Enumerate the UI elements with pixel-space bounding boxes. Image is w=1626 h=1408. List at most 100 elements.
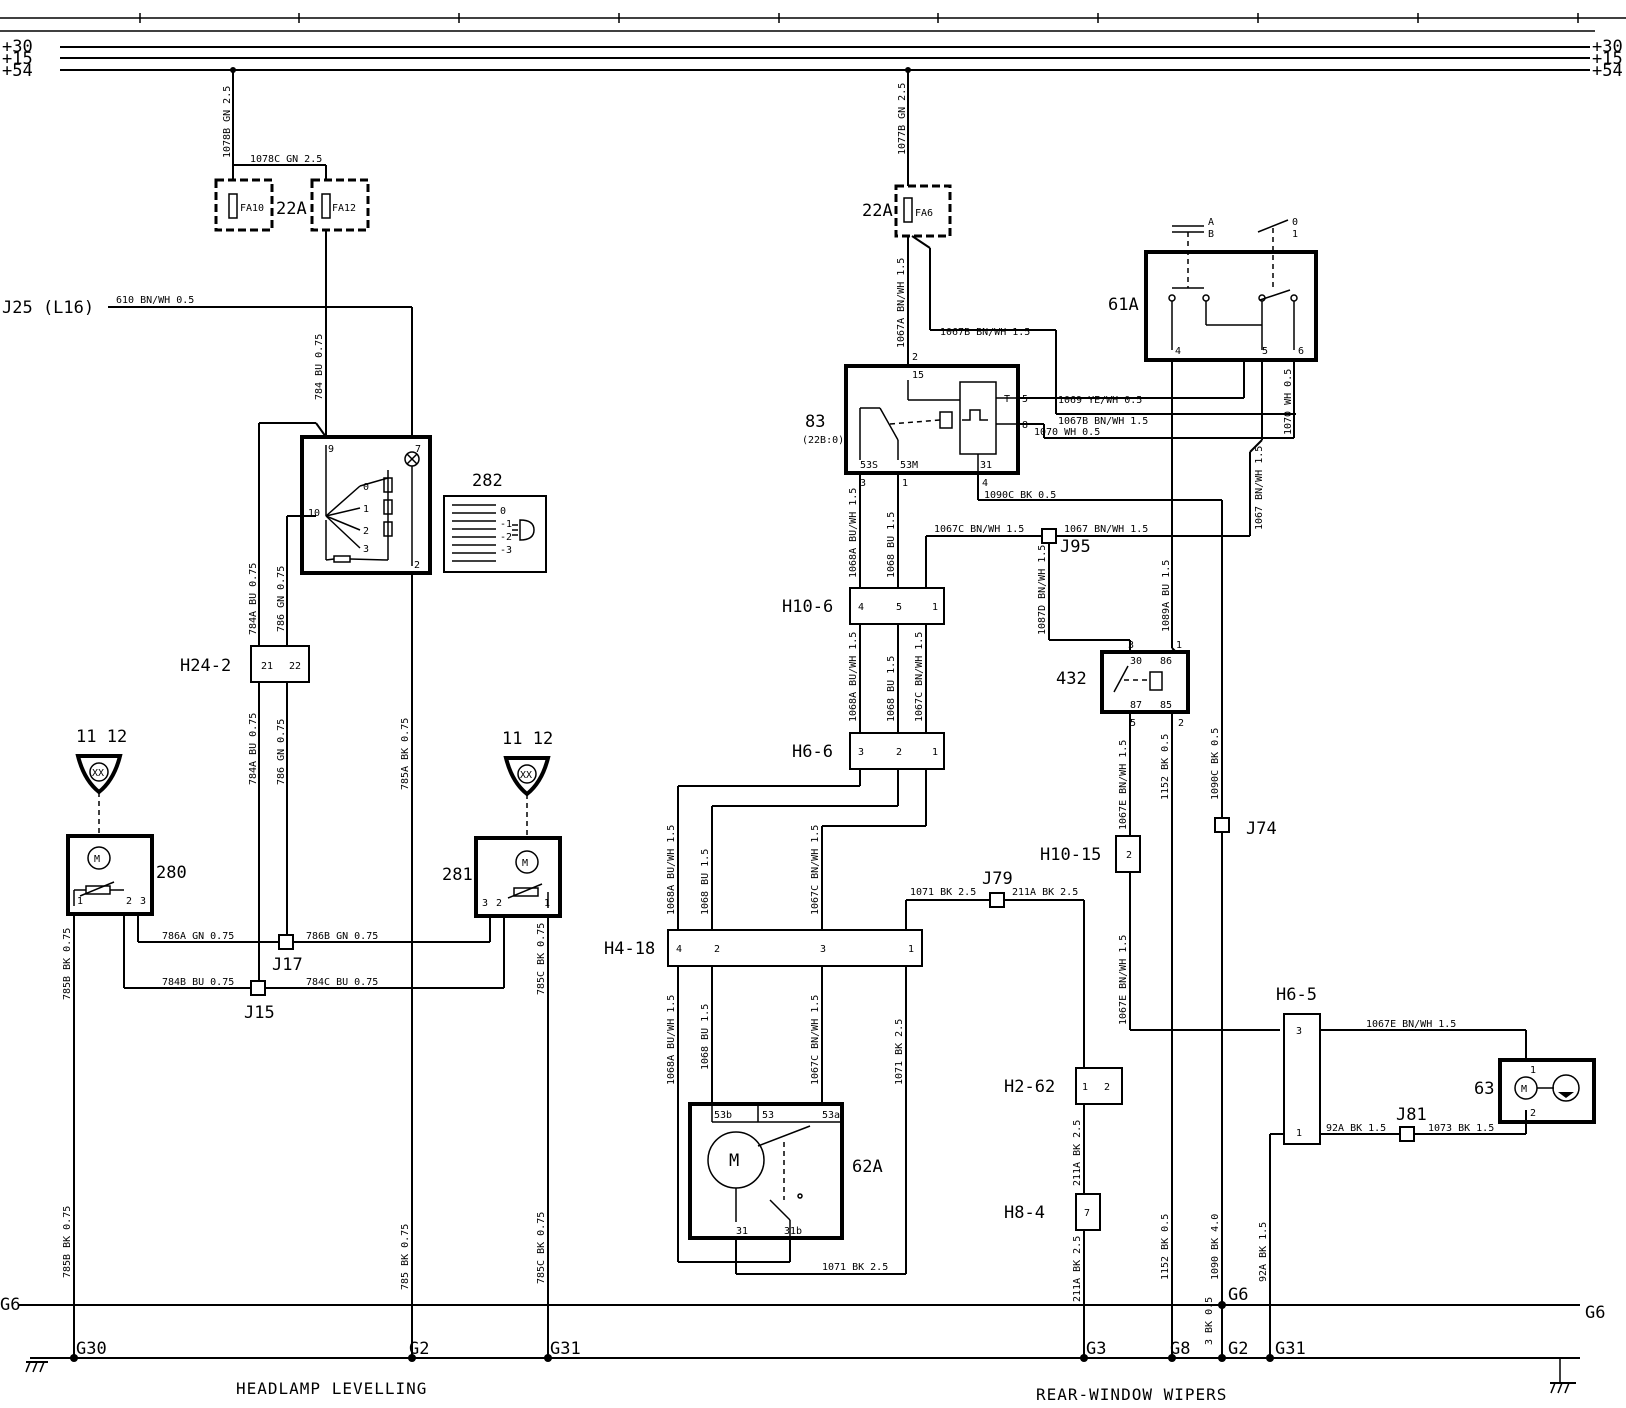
svg-text:1: 1 (902, 478, 908, 489)
wire-784b: 784B BU 0.75 (162, 977, 234, 988)
wire-211a-mid: 211A BK 2.5 (1072, 1120, 1083, 1186)
fuse-fa12: FA12 (332, 203, 356, 214)
svg-text:7: 7 (1084, 1208, 1090, 1219)
rail-15-right: +15 (1592, 49, 1623, 69)
junction-j79: J79 (982, 869, 1013, 889)
wire-1067e-mid: 1067E BN/WH 1.5 (1118, 935, 1129, 1025)
svg-text:30: 30 (1130, 656, 1142, 667)
wire-1089a: 1089A BU 1.5 (1161, 560, 1172, 632)
ground-g2-left: G2 (409, 1339, 429, 1359)
svg-text:5: 5 (1262, 346, 1268, 357)
rail-30-right: +30 (1592, 37, 1623, 57)
headlamp-icon (519, 519, 535, 541)
svg-text:6: 6 (1298, 346, 1304, 357)
svg-text:4: 4 (858, 602, 864, 613)
ground-g31-right: G31 (1275, 1339, 1306, 1359)
connector-h24-2: H24-2 (180, 656, 231, 676)
wiper-motor-62a-group: H4-18 4 2 3 1 J79 1071 BK 2.5 211A BK 2.… (604, 869, 1085, 1275)
svg-text:M: M (1521, 1084, 1527, 1095)
wire-786b: 786B GN 0.75 (306, 931, 378, 942)
wire-784c: 784C BU 0.75 (306, 977, 378, 988)
relay-outputs: 1068A BU/WH 1.5 1068 BU 1.5 H10-6 4 5 1 … (666, 473, 945, 940)
wire-786-bottom: 786 GN 0.75 (276, 719, 287, 785)
ground-symbol-right (1550, 1358, 1576, 1394)
rail-54-left: +54 (2, 61, 33, 81)
wire-1068a-low: 1068A BU/WH 1.5 (666, 825, 677, 915)
fuse-22a-right: 1077B GN 2.5 FA6 22A (862, 67, 952, 238)
wiper-relay-83: 1067A BN/WH 1.5 1067B BN/WH 1.5 83 (22B:… (802, 235, 1057, 489)
wire-1071-mid: 1071 BK 2.5 (894, 1019, 905, 1085)
svg-text:0: 0 (500, 506, 506, 517)
svg-text:A: A (1208, 217, 1214, 228)
connector-h2-62: H2-62 (1004, 1077, 1055, 1097)
headlamp-switch-282: J25 (L16) 610 BN/WH 0.5 784 BU 0.75 9 7 … (2, 230, 547, 575)
label-61a: 61A (1108, 295, 1139, 315)
svg-text:M: M (94, 854, 100, 865)
svg-text:-3: -3 (500, 545, 512, 556)
caption-rear-window-wipers: REAR-WINDOW WIPERS (1036, 1385, 1227, 1404)
wire-784a-top: 784A BU 0.75 (248, 563, 259, 635)
svg-text:1: 1 (1292, 229, 1298, 240)
ground-g30: G30 (76, 1339, 107, 1359)
svg-text:21: 21 (261, 661, 273, 672)
svg-text:22: 22 (289, 661, 301, 672)
svg-text:4: 4 (982, 478, 988, 489)
wire-1067b-right: 1067B BN/WH 1.5 (1058, 416, 1148, 427)
wire-1070: 1070 WH 0.5 (1034, 427, 1100, 438)
caption-headlamp-levelling: HEADLAMP LEVELLING (236, 1379, 427, 1398)
svg-text:3: 3 (858, 747, 864, 758)
svg-text:2: 2 (1530, 1108, 1536, 1119)
label-432: 432 (1056, 669, 1087, 689)
wire-1067e-right: 1067E BN/WH 1.5 (1366, 1019, 1456, 1030)
svg-text:31: 31 (736, 1226, 748, 1237)
svg-text:87: 87 (1130, 700, 1142, 711)
wire-92a-v: 92A BK 1.5 (1258, 1222, 1269, 1282)
label-62a: 62A (852, 1157, 883, 1177)
rail-54-right: +54 (1592, 61, 1623, 81)
svg-text:31: 31 (980, 460, 992, 471)
rail-g6-right: G6 (1585, 1303, 1605, 1323)
connector-h6-5: H6-5 (1276, 985, 1317, 1005)
svg-text:5: 5 (1130, 718, 1136, 729)
wire-211a-top: 211A BK 2.5 (1012, 887, 1078, 898)
svg-text:XX: XX (92, 768, 104, 779)
svg-text:1: 1 (932, 602, 938, 613)
wire-1078b: 1078B GN 2.5 (222, 86, 233, 158)
svg-text:31b: 31b (784, 1226, 802, 1237)
connector-h10-6: H10-6 (782, 597, 833, 617)
wire-1070-vertical: 1070 WH 0.5 (1283, 369, 1294, 435)
wire-1090: 1090 BK 4.0 (1210, 1214, 1221, 1280)
svg-text:1: 1 (77, 896, 83, 907)
wire-1073: 1073 BK 1.5 (1428, 1123, 1494, 1134)
svg-text:53: 53 (762, 1110, 774, 1121)
svg-text:5: 5 (896, 602, 902, 613)
svg-text:86: 86 (1160, 656, 1172, 667)
svg-text:-2: -2 (500, 532, 512, 543)
svg-text:2: 2 (896, 747, 902, 758)
svg-text:2: 2 (126, 896, 132, 907)
wire-785b-top: 785B BK 0.75 (62, 928, 73, 1000)
svg-text:1: 1 (544, 898, 550, 909)
wire-1067a: 1067A BN/WH 1.5 (896, 258, 907, 348)
svg-text:53S: 53S (860, 460, 878, 471)
svg-text:B: B (1208, 229, 1214, 240)
svg-text:3: 3 (140, 896, 146, 907)
svg-text:-1: -1 (500, 519, 512, 530)
svg-text:10: 10 (308, 508, 320, 519)
washer-pump-63-group: H6-5 3 1 1067E BN/WH 1.5 63 M 1 2 J81 10… (1258, 985, 1596, 1358)
svg-text:1: 1 (1082, 1082, 1088, 1093)
svg-text:1: 1 (363, 504, 369, 515)
svg-text:4: 4 (676, 944, 682, 955)
pump-icon (1552, 1074, 1580, 1102)
junction-j95: J95 (1060, 537, 1091, 557)
headlamp-bulb-icon-right (503, 756, 551, 797)
wire-1068-motor: 1068 BU 1.5 (700, 1004, 711, 1070)
wire-1152-top: 1152 BK 0.5 (1160, 734, 1171, 800)
svg-text:4: 4 (1175, 346, 1181, 357)
label-22a-right: 22A (862, 201, 893, 221)
wire-1068-low: 1068 BU 1.5 (700, 849, 711, 915)
wire-1067c-motor: 1067C BN/WH 1.5 (810, 995, 821, 1085)
wire-610: 610 BN/WH 0.5 (116, 295, 194, 306)
svg-text:2: 2 (912, 352, 918, 363)
connector-h8-4: H8-4 (1004, 1203, 1045, 1223)
